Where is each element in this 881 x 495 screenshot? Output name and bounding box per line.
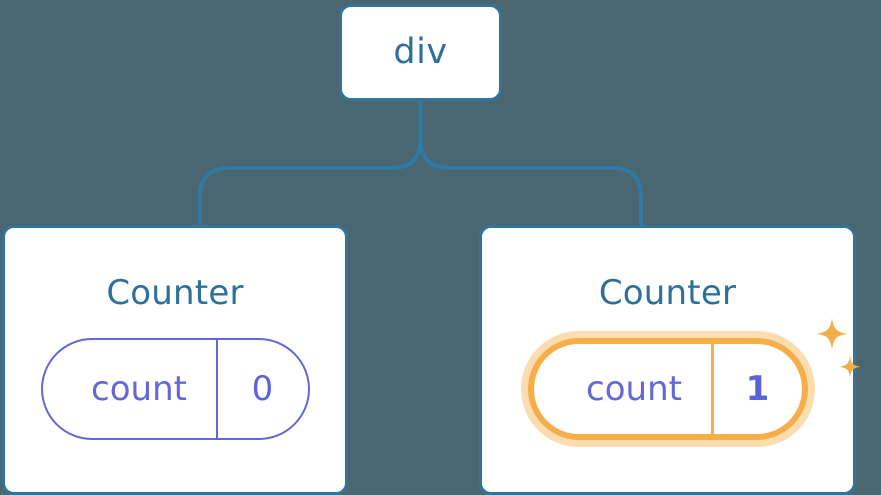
- sparkle-star-small-icon: [838, 356, 861, 378]
- state-pill-left-value-cell: 0: [218, 340, 308, 438]
- state-pill-left-key: count: [91, 369, 187, 409]
- node-root-label: div: [393, 32, 448, 72]
- state-pill-wrap-right: count 1: [527, 318, 861, 440]
- node-root-div[interactable]: div: [339, 4, 502, 101]
- connector-right: [418, 99, 643, 228]
- state-pill-right-value: 1: [745, 369, 770, 409]
- state-pill-wrap-left: count 0: [40, 338, 310, 440]
- sparkle-group: [815, 318, 861, 378]
- state-pill-right[interactable]: count 1: [527, 338, 808, 440]
- node-counter-right[interactable]: Counter count 1: [479, 225, 861, 495]
- state-pill-left-key-cell: count: [43, 340, 218, 438]
- sparkle-star-icon: [815, 318, 848, 350]
- state-pill-right-key: count: [586, 369, 682, 409]
- node-counter-left[interactable]: Counter count 0: [2, 225, 348, 495]
- state-pill-right-key-cell: count: [534, 344, 714, 434]
- state-pill-left[interactable]: count 0: [40, 338, 310, 440]
- node-counter-left-title: Counter: [106, 273, 244, 313]
- state-pill-right-value-cell: 1: [714, 344, 802, 434]
- state-pill-left-value: 0: [251, 369, 274, 409]
- connector-left: [198, 99, 423, 228]
- node-counter-right-title: Counter: [598, 273, 737, 313]
